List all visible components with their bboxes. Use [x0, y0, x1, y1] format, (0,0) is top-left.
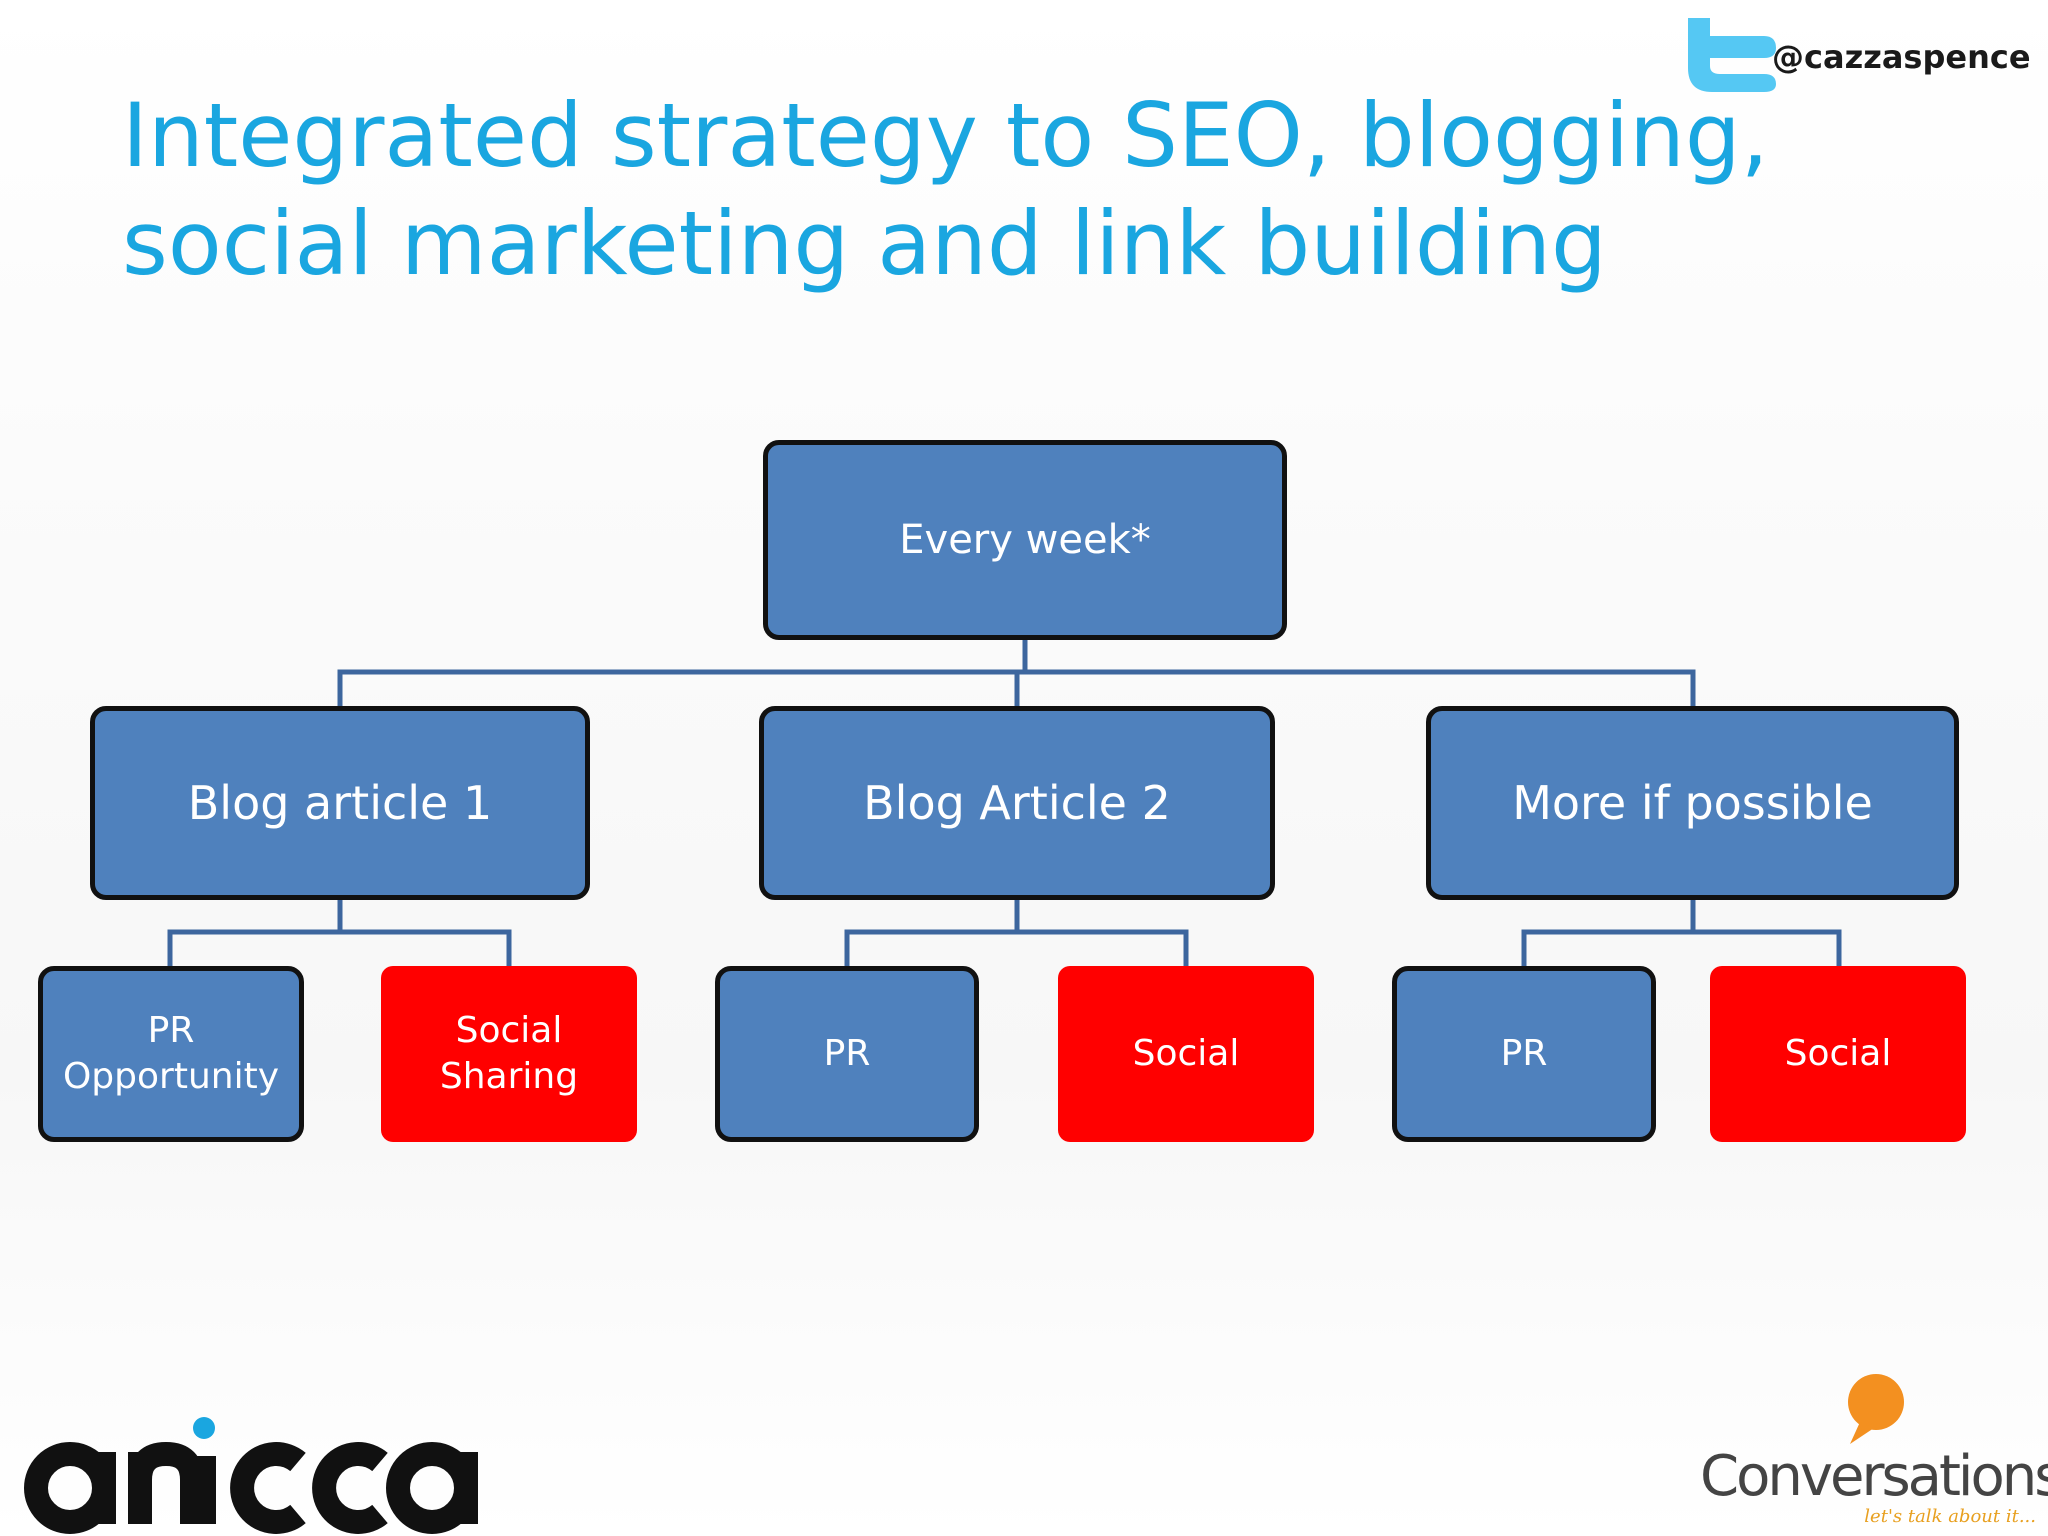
node-label: Every week* [899, 517, 1151, 563]
node-label: PR [1500, 1033, 1548, 1074]
connector-branch-1 [167, 900, 512, 966]
node-blog-article-2: Blog Article 2 [759, 706, 1275, 900]
twitter-icon [1688, 18, 1776, 92]
twitter-handle: @cazzaspence [1772, 38, 2031, 76]
slide-title: Integrated strategy to SEO, blogging, so… [122, 82, 1822, 298]
node-social-3: Social [1710, 966, 1966, 1142]
speech-bubble-icon [1848, 1374, 1904, 1444]
connector-root [337, 640, 1696, 706]
node-label: Social [1784, 1033, 1892, 1074]
node-label: Blog article 1 [187, 776, 493, 830]
node-label: Social Sharing [439, 1010, 579, 1097]
node-blog-article-1: Blog article 1 [90, 706, 590, 900]
node-label: More if possible [1512, 776, 1873, 830]
conversations-wordmark: Conversations [1700, 1444, 2048, 1509]
connector-branch-3 [1521, 900, 1842, 966]
node-every-week: Every week* [763, 440, 1287, 640]
node-label: Blog Article 2 [863, 776, 1171, 830]
node-label: Social [1132, 1033, 1240, 1074]
node-pr-3: PR [1392, 966, 1656, 1142]
node-social-sharing: Social Sharing [381, 966, 637, 1142]
connector-branch-2 [844, 900, 1189, 966]
title-line-1: Integrated strategy to SEO, blogging, [122, 84, 1769, 187]
node-label: PR Opportunity [62, 1010, 280, 1097]
node-more-if-possible: More if possible [1426, 706, 1959, 900]
node-pr-2: PR [715, 966, 979, 1142]
conversations-logo: Conversations let's talk about it... [1700, 1366, 2048, 1527]
anicca-logo [24, 1417, 478, 1534]
node-pr-opportunity: PR Opportunity [38, 966, 304, 1142]
node-social-2: Social [1058, 966, 1314, 1142]
title-line-2: social marketing and link building [122, 192, 1607, 295]
node-label: PR [823, 1033, 871, 1074]
conversations-tagline: let's talk about it... [1864, 1506, 2036, 1527]
